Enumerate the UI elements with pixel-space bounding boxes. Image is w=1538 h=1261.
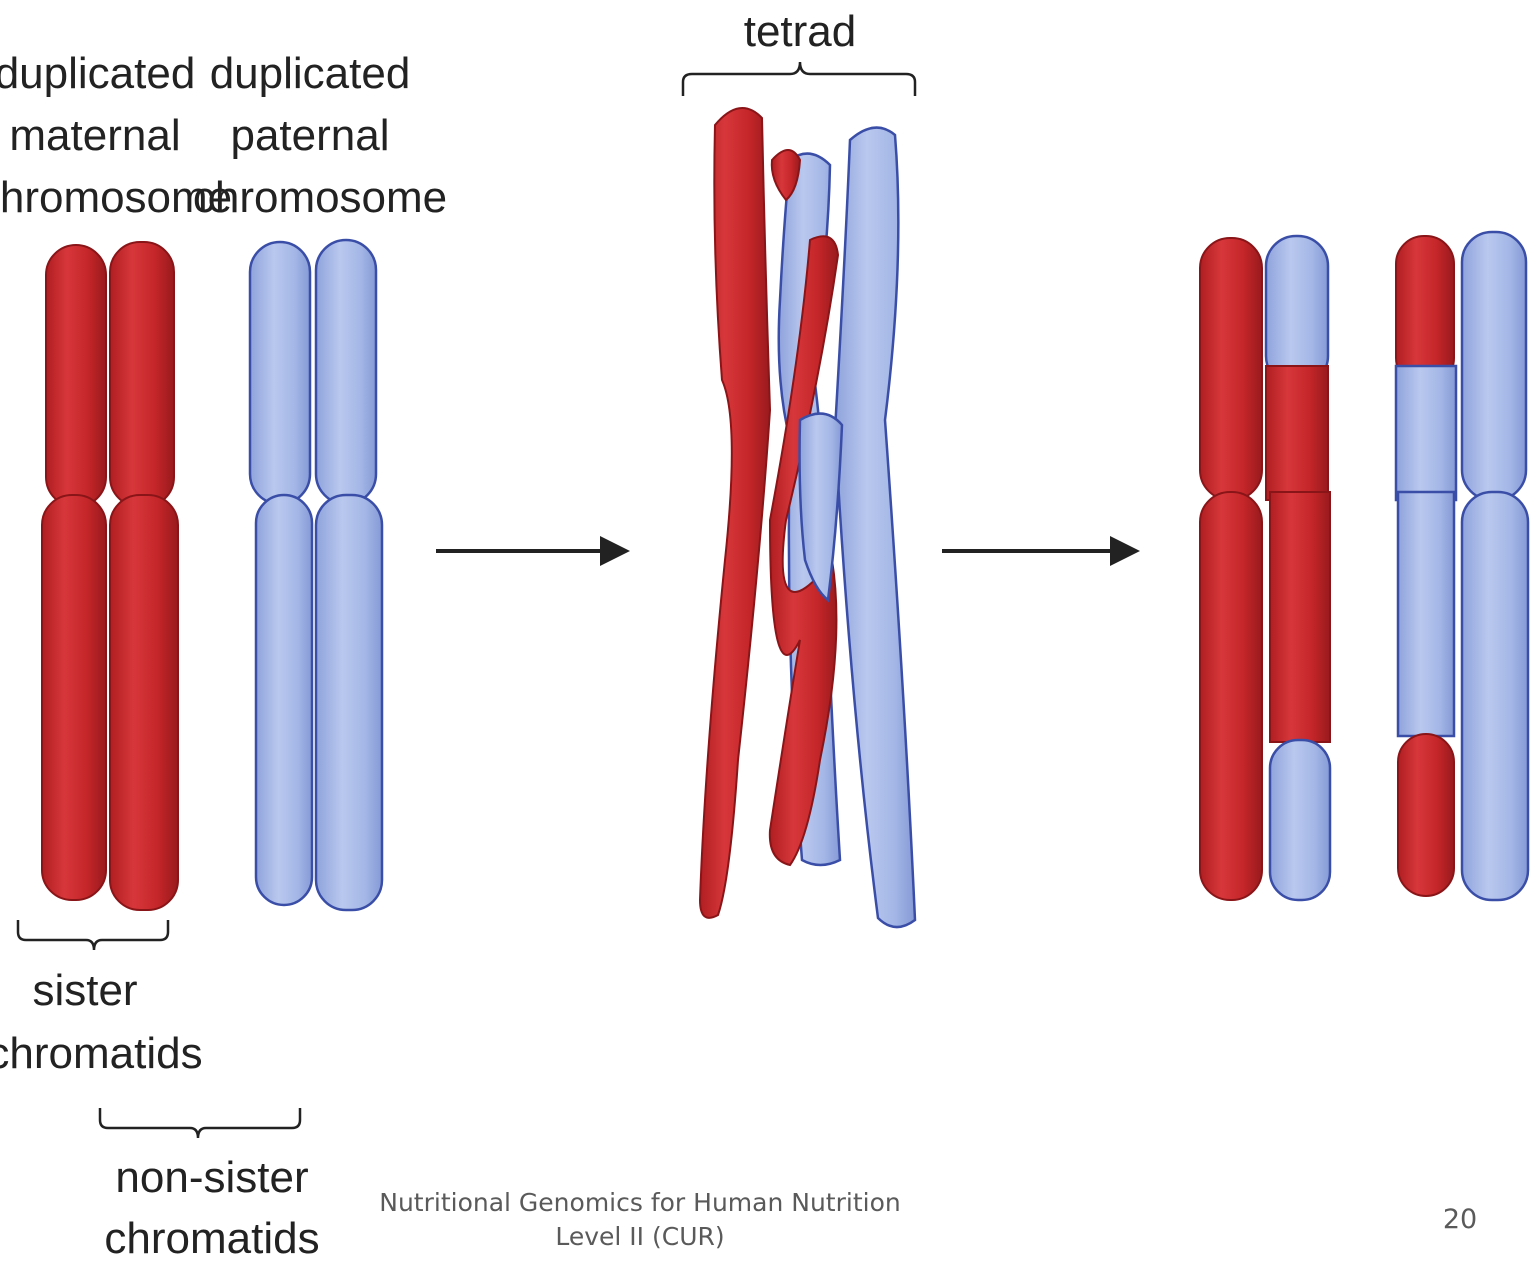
slide-footer: Nutritional Genomics for Human Nutrition…	[330, 1186, 950, 1254]
paternal-label-line3: chromosome	[193, 173, 447, 222]
paternal-chromatid-2-bottom	[316, 495, 382, 910]
recombinant-1-chromatid-1-top	[1200, 238, 1262, 500]
nonsister-label-line1: non-sister	[115, 1153, 308, 1202]
tetrad-label: tetrad	[744, 7, 857, 56]
recombinant-1-chromatid-2-lower-red	[1270, 492, 1330, 742]
sister-label-line2: chromatids	[0, 1029, 203, 1078]
recombinant-1-chromatid-2-bottom-blue	[1270, 740, 1330, 900]
paternal-chromatid-1-top	[250, 242, 310, 504]
paternal-chromatid-1-bottom	[256, 495, 312, 905]
maternal-chromatid-2-bottom	[110, 495, 178, 910]
recombinant-2-chromatid-1-top-red	[1396, 236, 1454, 386]
tetrad-paternal-chromatid-right	[835, 128, 915, 927]
recombinant-2-chromatid-2-top	[1462, 232, 1526, 500]
page-number: 20	[1420, 1204, 1500, 1235]
arrow-2	[942, 536, 1140, 566]
recombinant-2-chromatid-1-lower-blue	[1398, 492, 1454, 736]
maternal-chromosome	[42, 242, 178, 910]
paternal-label-line2: paternal	[230, 111, 389, 160]
maternal-chromatid-1-bottom	[42, 495, 106, 900]
recombinant-chromosome-1	[1200, 236, 1330, 900]
maternal-label-line1: duplicated	[0, 49, 195, 98]
recombinant-1-chromatid-2-middle-red	[1266, 366, 1328, 500]
footer-line-2: Level II (CUR)	[330, 1220, 950, 1254]
paternal-chromosome	[250, 240, 382, 910]
tetrad-bracket	[683, 62, 915, 96]
tetrad	[700, 108, 915, 927]
tetrad-maternal-chromatid-left	[700, 108, 770, 918]
maternal-chromatid-2-top	[110, 242, 174, 507]
recombinant-2-chromatid-2-bottom	[1462, 492, 1528, 900]
paternal-label-line1: duplicated	[210, 49, 411, 98]
recombinant-chromosome-2	[1396, 232, 1528, 900]
nonsister-label-line2: chromatids	[104, 1214, 319, 1261]
sister-label-line1: sister	[32, 966, 137, 1015]
recombinant-1-chromatid-2-top-blue	[1266, 236, 1328, 386]
maternal-label-line2: maternal	[9, 111, 180, 160]
paternal-label: duplicated paternal chromosome	[193, 49, 447, 222]
recombinant-1-chromatid-1-bottom	[1200, 492, 1262, 900]
sister-chromatids-bracket	[18, 920, 168, 950]
arrow-1	[436, 536, 630, 566]
paternal-chromatid-2-top	[316, 240, 376, 504]
nonsister-chromatids-bracket	[100, 1108, 300, 1138]
recombinant-2-chromatid-1-middle-blue	[1396, 366, 1456, 500]
footer-line-1: Nutritional Genomics for Human Nutrition	[330, 1186, 950, 1220]
recombinant-2-chromatid-1-bottom-red	[1398, 734, 1454, 896]
maternal-chromatid-1-top	[46, 245, 106, 507]
